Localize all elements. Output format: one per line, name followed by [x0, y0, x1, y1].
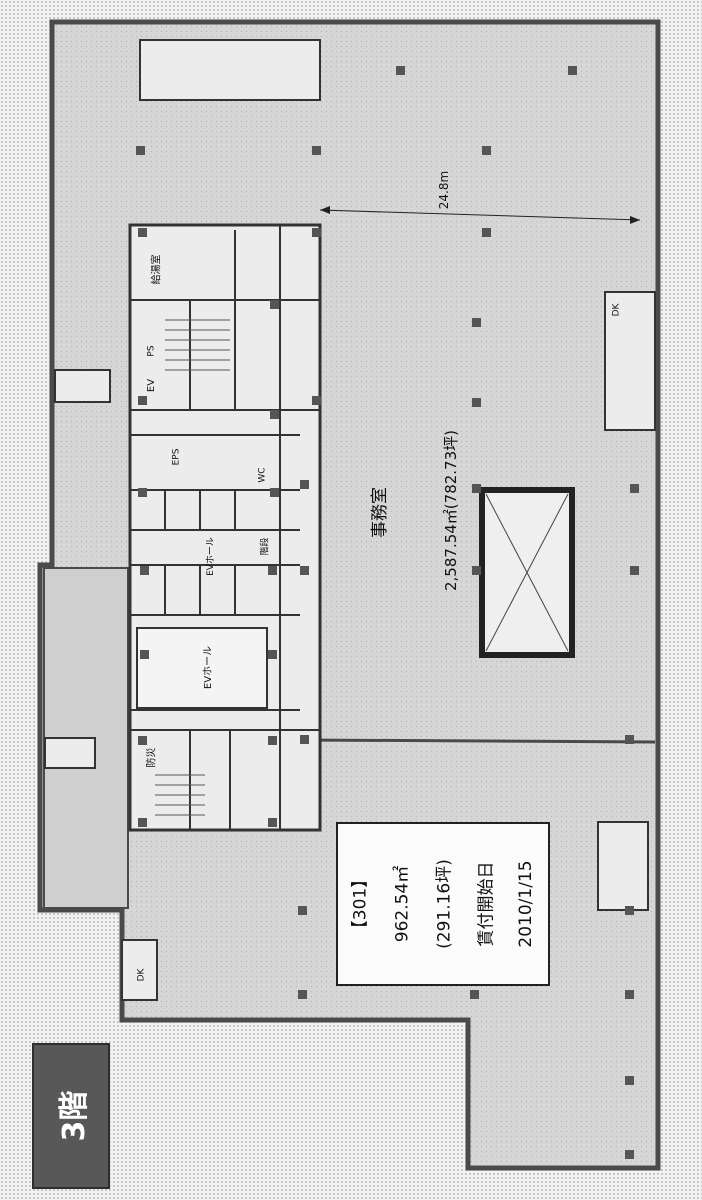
unit-id: 【301】 — [350, 870, 371, 938]
unit-info-box: 【301】 962.54㎡ (291.16坪) 賃付開始日 2010/1/15 — [336, 822, 550, 986]
core-block — [128, 223, 322, 832]
lease-start-label: 賃付開始日 — [476, 861, 497, 947]
room-label-bosai: 防災 — [146, 747, 158, 768]
room-label-ev-hall-2: EVホール — [203, 645, 215, 690]
room-label-wc: WC — [257, 467, 268, 483]
room-label-dk-1: DK — [611, 303, 622, 317]
office-area: 2,587.54㎡(782.73坪) — [442, 430, 460, 591]
left-box-1 — [54, 369, 111, 403]
lease-start-date: 2010/1/15 — [516, 860, 536, 948]
dimension-arrow-left — [320, 206, 330, 214]
unit-area-sqm: 962.54㎡ — [392, 865, 413, 943]
floor-label: 3階 — [57, 1090, 92, 1142]
unit-divider — [304, 738, 656, 744]
core-walls — [130, 225, 320, 830]
office-label: 事務室 2,587.54㎡(782.73坪) — [320, 430, 460, 591]
room-label-kyutoshitsu: 給湯室 — [151, 254, 163, 285]
columns — [136, 66, 639, 1159]
office-name: 事務室 — [370, 487, 390, 538]
ev-hall-room — [136, 627, 268, 709]
right-block-1 — [604, 291, 656, 431]
left-box-3 — [121, 939, 158, 1001]
atrium-cross-2 — [485, 493, 569, 652]
top-block — [139, 39, 321, 101]
dimension-line — [319, 209, 641, 221]
dimension-arrow-right — [630, 216, 640, 224]
room-label-ev-hall-1: EVホール — [205, 537, 216, 576]
room-label-ev: EV — [146, 378, 158, 393]
room-label-dk-2: DK — [136, 968, 147, 982]
room-label-kaidan: 階段 — [260, 537, 271, 556]
left-box-2 — [44, 737, 96, 769]
right-block-2 — [597, 821, 649, 911]
room-label-eps: EPS — [171, 448, 182, 466]
dimension-label: 24.8m — [437, 170, 452, 210]
unit-area-tsubo: (291.16坪) — [434, 859, 455, 949]
room-label-ps: PS — [146, 345, 157, 357]
stair-hatching — [155, 319, 230, 816]
floor-badge: 3階 — [32, 1043, 110, 1189]
